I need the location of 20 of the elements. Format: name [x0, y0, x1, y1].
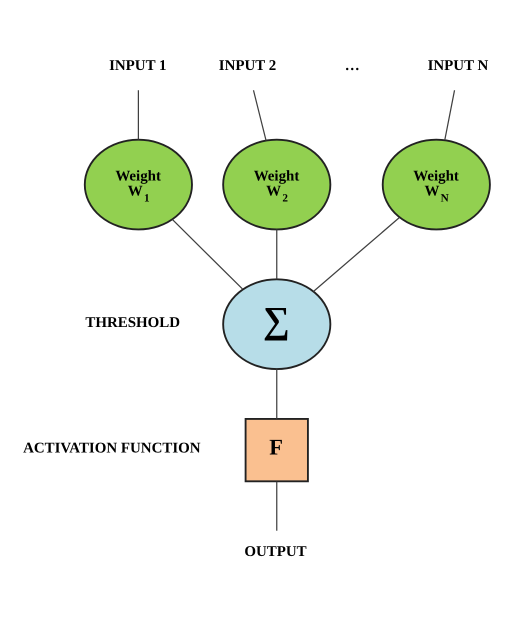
connector	[444, 90, 456, 140]
connector	[172, 219, 243, 290]
node-ellipse: ∑	[222, 278, 332, 370]
node-ellipse: Weight W$_{2}$	[222, 138, 332, 230]
connector	[313, 217, 400, 292]
node-label: ACTIVATION FUNCTION	[23, 440, 201, 457]
connector	[252, 90, 267, 141]
node-label: THRESHOLD	[85, 314, 180, 331]
node-text: OUTPUT	[244, 544, 307, 560]
node-ellipse: Weight W$_{1}$	[84, 138, 193, 230]
node-text: INPUT N	[428, 58, 488, 74]
connector	[276, 482, 278, 531]
node-text: INPUT 1	[109, 58, 167, 74]
connector	[276, 369, 278, 419]
connector	[138, 90, 140, 140]
connector	[276, 230, 278, 280]
node-ellipse: Weight W$_{N}$	[382, 138, 491, 230]
node-box: F	[244, 418, 309, 482]
node-text: INPUT 2	[218, 58, 276, 74]
label: …	[344, 58, 360, 74]
